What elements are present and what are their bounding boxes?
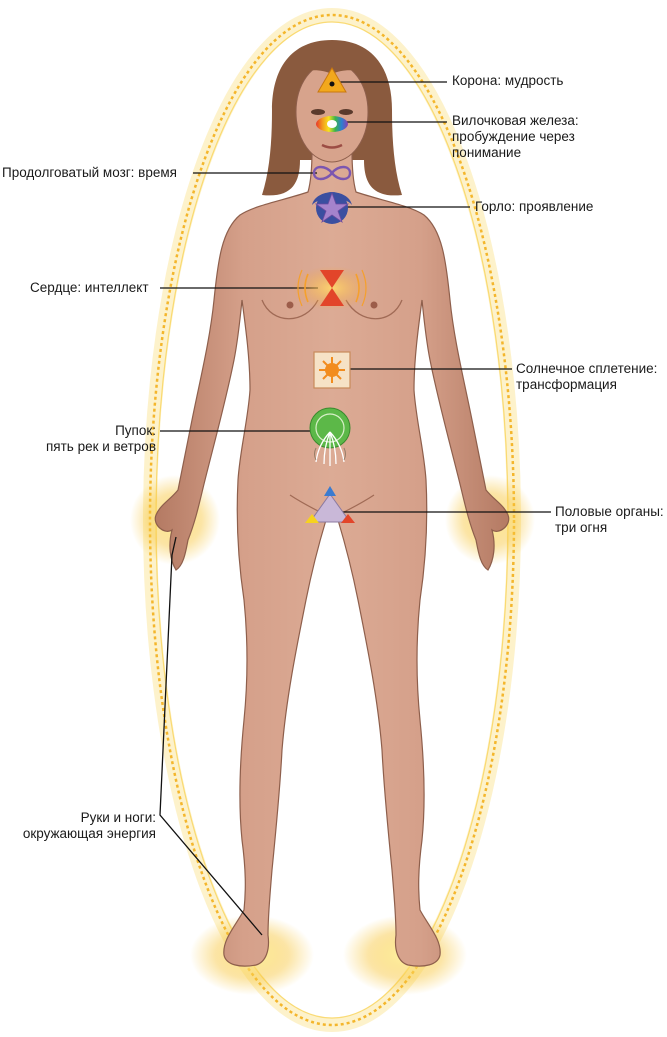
- solar-plexus-label-line-1: Солнечное сплетение:: [516, 361, 658, 376]
- thymus-label: Вилочковая железа: пробуждение через пон…: [452, 113, 579, 161]
- solar-plexus-label: Солнечное сплетение: трансформация: [516, 361, 657, 393]
- leader-lines: [159, 81, 551, 936]
- medulla-label-text: Продолговатый мозг: время: [2, 165, 177, 180]
- genitals-label-line-2: три огня: [555, 520, 608, 535]
- right-nipple: [370, 301, 378, 309]
- navel-label: Пупок: пять рек и ветров: [40, 423, 156, 455]
- mouth: [321, 143, 343, 149]
- heart-label: Сердце: интеллект: [30, 280, 149, 296]
- right-eye: [339, 109, 353, 115]
- triangle-icon: [317, 67, 347, 93]
- heart-label-text: Сердце: интеллект: [30, 280, 149, 295]
- rainbow-eye-icon: [316, 116, 348, 132]
- solar-plexus-label-line-2: трансформация: [516, 377, 617, 392]
- limbs-leader: [159, 536, 263, 936]
- thymus-label-line-2: пробуждение через: [452, 129, 575, 144]
- crown-label: Корона: мудрость: [452, 73, 563, 89]
- crown-label-text: Корона: мудрость: [452, 73, 564, 88]
- navel-circle-icon: [309, 407, 351, 466]
- navel-label-line-2: пять рек и ветров: [45, 439, 156, 454]
- limbs-label-line-1: Руки и ноги:: [80, 810, 156, 825]
- thymus-label-line-3: понимание: [452, 145, 522, 160]
- sun-square-icon: [313, 351, 351, 389]
- medulla-label: Продолговатый мозг: время: [2, 165, 177, 181]
- throat-label-text: Горло: проявление: [475, 199, 594, 214]
- star-moon-icon: [312, 191, 352, 224]
- genitals-label: Половые органы: три огня: [555, 504, 664, 536]
- left-nipple: [286, 301, 294, 309]
- left-eye: [311, 109, 325, 115]
- navel-label-line-1: Пупок:: [115, 423, 156, 438]
- thymus-label-line-1: Вилочковая железа:: [452, 113, 579, 128]
- limbs-label-line-2: окружающая энергия: [22, 826, 156, 841]
- genitals-label-line-1: Половые органы:: [555, 504, 664, 519]
- throat-label: Горло: проявление: [475, 199, 593, 215]
- infinity-icon: [312, 165, 352, 181]
- three-fires-icon: [305, 486, 355, 523]
- hourglass-icon: [292, 266, 372, 310]
- limbs-label: Руки и ноги: окружающая энергия: [20, 810, 156, 842]
